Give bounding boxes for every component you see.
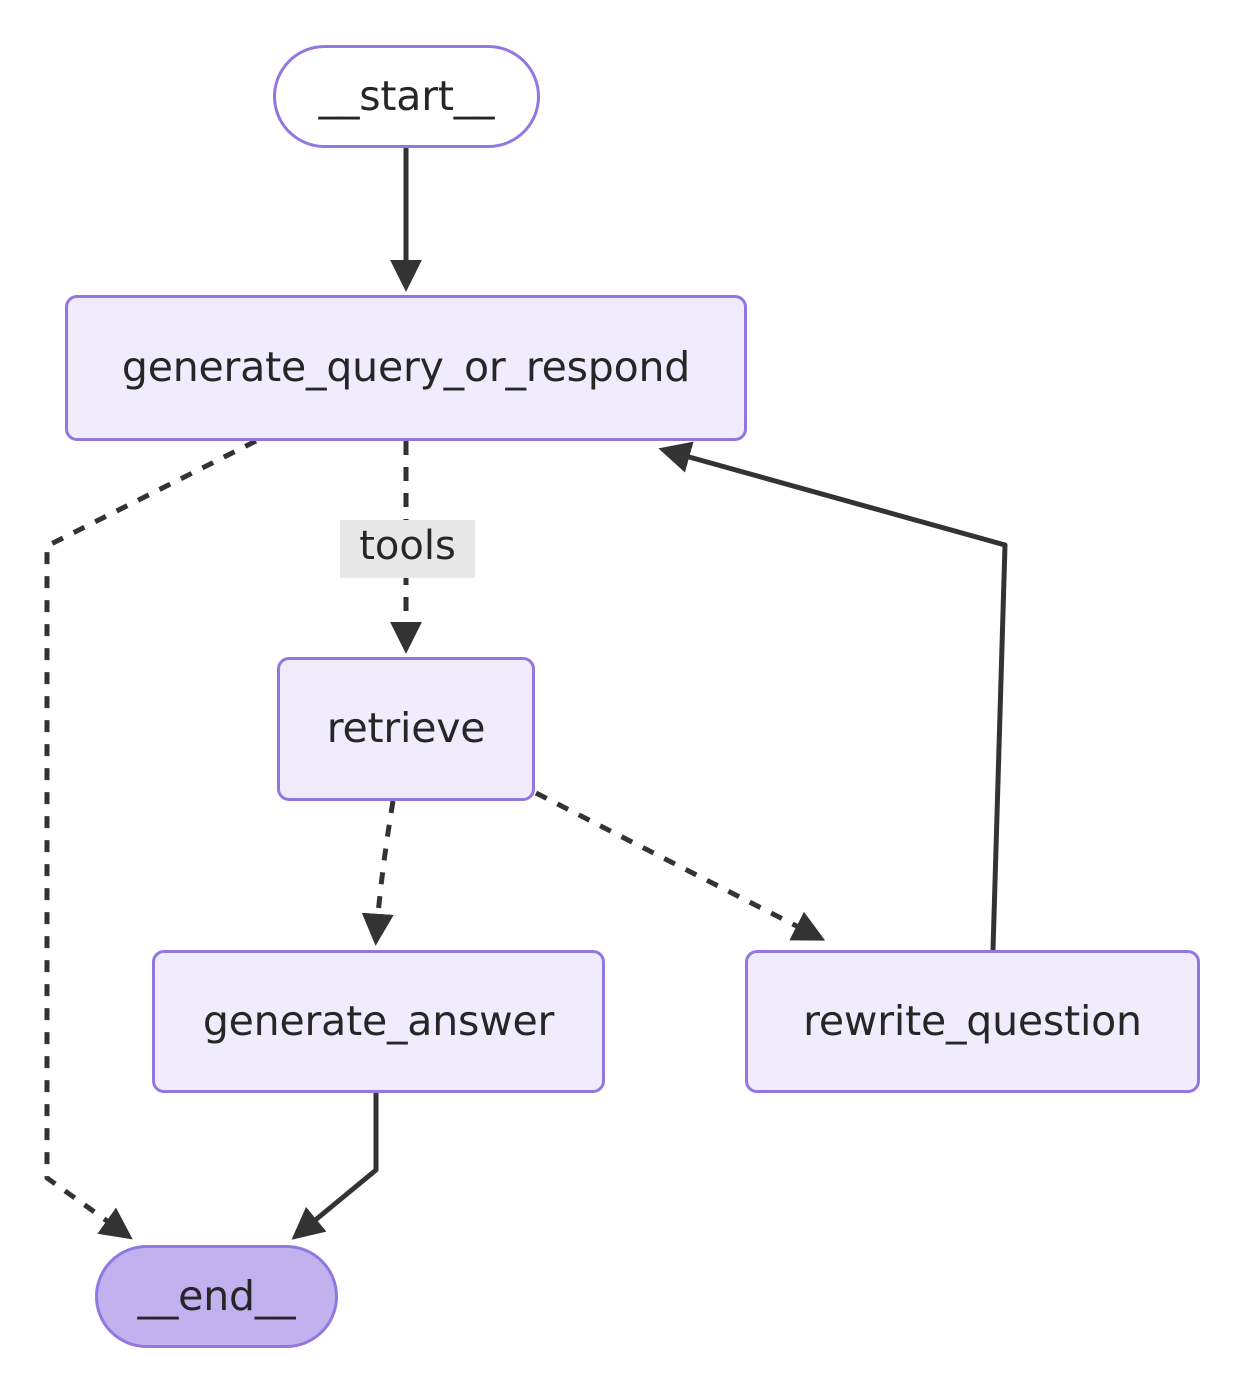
node-start-label: __start__ xyxy=(318,71,495,120)
edge-label-tools-text: tools xyxy=(359,523,456,569)
node-generate-answer[interactable]: generate_answer xyxy=(152,950,605,1093)
edge-rewrite-question-to-generate-query-or-respond xyxy=(658,441,1008,951)
edge-label-tools: tools xyxy=(340,520,475,578)
edge-generate-answer-to-end xyxy=(291,1093,379,1240)
node-generate-query-or-respond-label: generate_query_or_respond xyxy=(121,343,691,392)
node-rewrite-question[interactable]: rewrite_question xyxy=(745,950,1200,1093)
node-retrieve-label: retrieve xyxy=(326,704,486,753)
node-generate-query-or-respond[interactable]: generate_query_or_respond xyxy=(65,295,747,441)
edge-generate-query-or-respond-to-end xyxy=(44,438,258,1240)
node-end[interactable]: __end__ xyxy=(95,1245,338,1348)
edge-retrieve-to-rewrite-question xyxy=(534,790,826,941)
node-rewrite-question-label: rewrite_question xyxy=(803,996,1142,1045)
node-start[interactable]: __start__ xyxy=(273,45,540,148)
node-retrieve[interactable]: retrieve xyxy=(277,657,535,801)
edge-retrieve-to-generate-answer xyxy=(361,800,396,946)
node-generate-answer-label: generate_answer xyxy=(202,996,555,1045)
node-end-label: __end__ xyxy=(137,1271,296,1320)
